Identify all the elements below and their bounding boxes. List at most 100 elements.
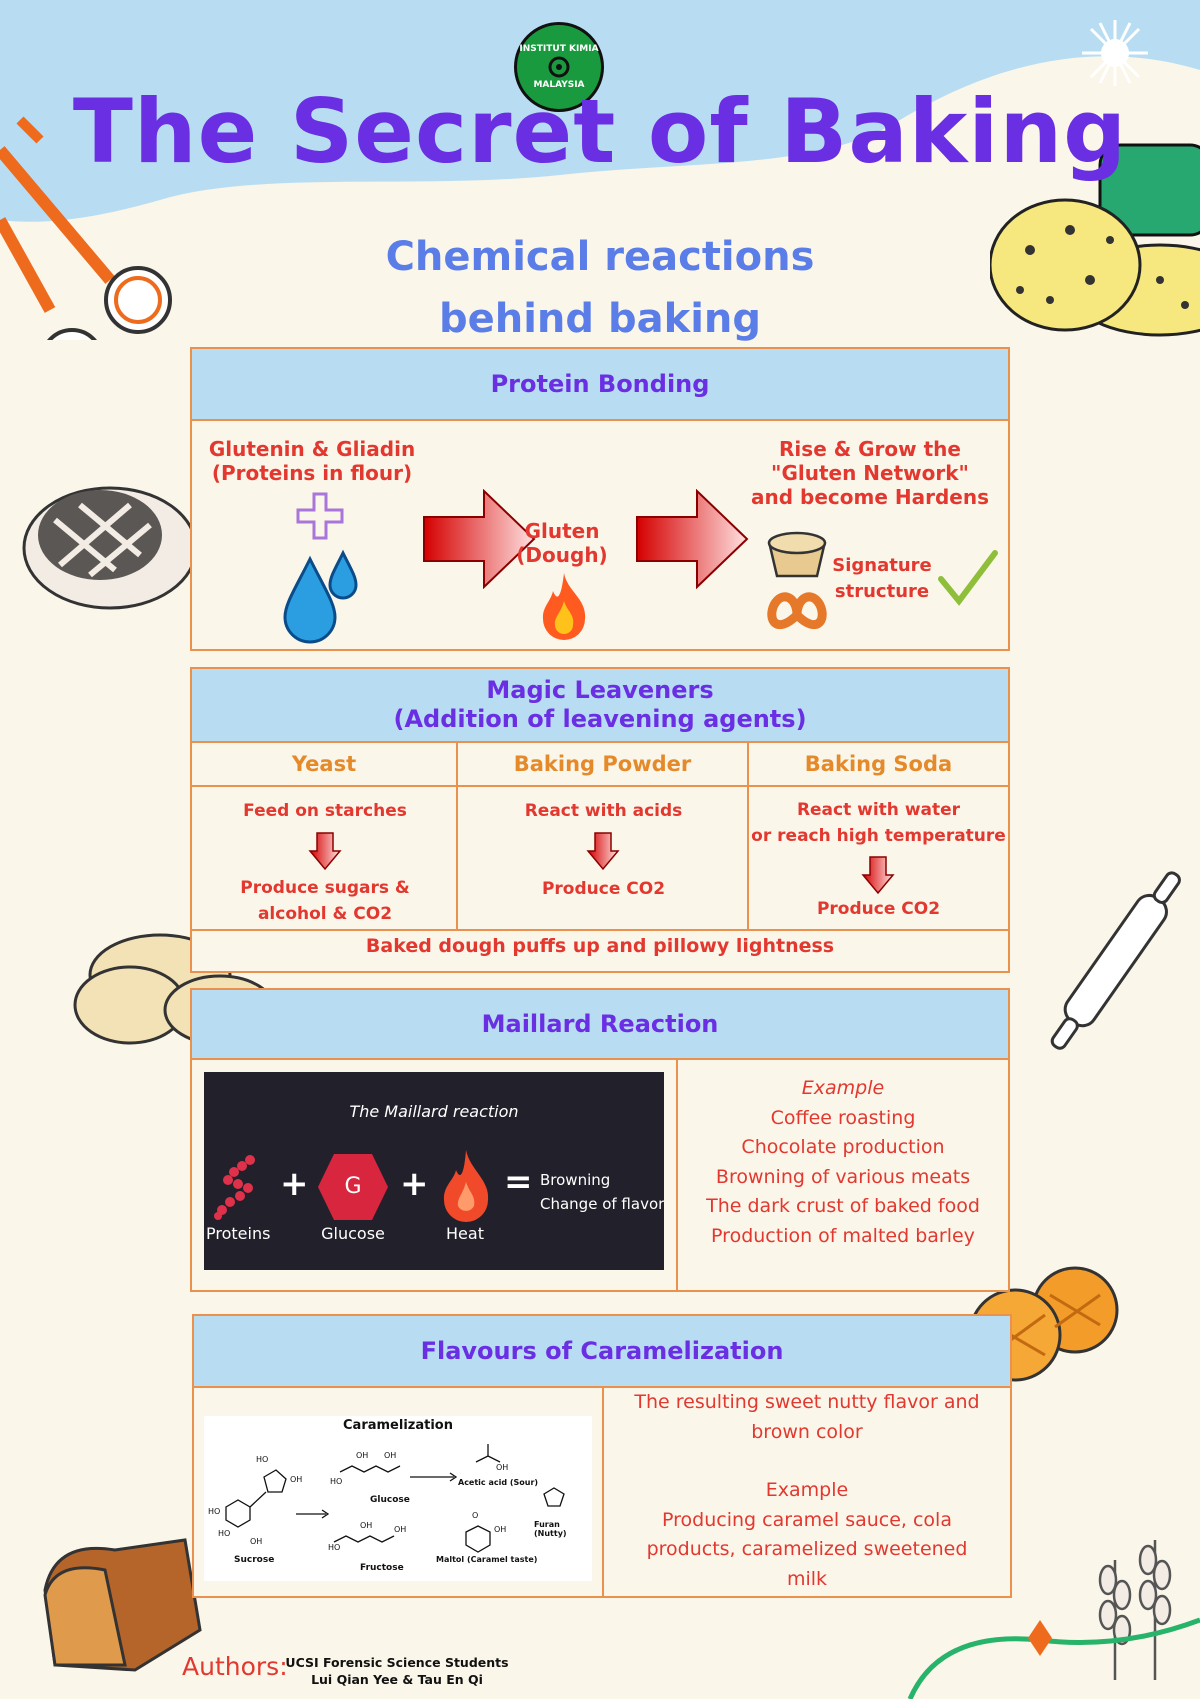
- caramelization-diagram-title: Caramelization: [343, 1418, 453, 1433]
- maillard-diagram-title: The Maillard reaction: [349, 1102, 519, 1121]
- maillard-example-item: Production of malted barley: [711, 1224, 975, 1247]
- protein-left-label: Glutenin & Gliadin (Proteins in flour): [202, 437, 422, 485]
- svg-text:OH: OH: [356, 1451, 368, 1460]
- subtitle-line-2: behind baking: [438, 296, 762, 342]
- sliced-bread-icon: [43, 1538, 202, 1672]
- rolling-pin-icon: [1050, 871, 1181, 1050]
- measuring-spoons-icon: [0, 116, 172, 340]
- fire-icon: [542, 573, 586, 640]
- protein-middle-line-2: (Dough): [516, 543, 608, 567]
- maillard-panel: Maillard Reaction The Maillard reaction …: [190, 988, 1010, 1292]
- water-drops-icon: [283, 549, 358, 644]
- caramelization-title: Flavours of Caramelization: [420, 1337, 784, 1365]
- maillard-result-line-1: Browning: [540, 1171, 611, 1189]
- yeast-result-line-1: Produce sugars &: [240, 878, 410, 898]
- red-arrow-icon: [636, 489, 749, 589]
- leaveners-heading: Magic Leaveners (Addition of leavening a…: [192, 669, 1008, 743]
- yeast-step: Feed on starches: [243, 801, 407, 821]
- protein-middle-line-1: Gluten: [524, 519, 600, 543]
- fructose-label: Fructose: [360, 1563, 404, 1573]
- svg-text:O: O: [472, 1511, 478, 1520]
- maillard-example-label: Example: [801, 1077, 885, 1099]
- baking-soda-step-line-2: or reach high temperature: [751, 826, 1006, 846]
- svg-text:OH: OH: [496, 1463, 508, 1472]
- authors-line-1: UCSI Forensic Science Students: [285, 1655, 509, 1670]
- institute-logo: INSTITUT KIMIA MALAYSIA: [514, 22, 604, 112]
- leaveners-panel: Magic Leaveners (Addition of leavening a…: [190, 667, 1010, 973]
- heat-flame-icon: [443, 1150, 489, 1222]
- column-header-baking-soda: Baking Soda: [804, 752, 953, 776]
- svg-text:OH: OH: [384, 1451, 396, 1460]
- caramelization-text: The resulting sweet nutty flavor and bro…: [604, 1388, 1010, 1594]
- yeast-cell: Feed on starches Produce sugars & alcoho…: [192, 787, 458, 929]
- leaveners-title-line-2: (Addition of leavening agents): [393, 705, 807, 733]
- page-subtitle: Chemical reactions behind baking: [0, 226, 1200, 350]
- cookies-icon: [990, 143, 1200, 337]
- heat-label: Heat: [446, 1224, 484, 1243]
- baking-soda-result: Produce CO2: [816, 899, 941, 919]
- down-arrow-icon: [586, 832, 620, 871]
- maillard-example-item: Browning of various meats: [715, 1165, 971, 1188]
- glucose-structure-label: Glucose: [370, 1495, 410, 1505]
- signature-structure-label: Signature structure: [832, 553, 932, 605]
- protein-right-line-1: Rise & Grow the: [779, 437, 961, 461]
- maillard-title: Maillard Reaction: [481, 1010, 719, 1038]
- signature-line-1: Signature: [832, 555, 932, 576]
- decorative-swirl: [907, 1617, 1200, 1699]
- pretzel-icon: [767, 592, 827, 630]
- protein-bonding-heading: Protein Bonding: [192, 349, 1008, 421]
- authors-label: Authors:: [182, 1652, 288, 1681]
- maillard-example-item: Coffee roasting: [770, 1106, 916, 1129]
- caramel-example-label: Example: [765, 1479, 849, 1501]
- baking-powder-result: Produce CO2: [541, 879, 666, 899]
- baking-soda-cell: React with water or reach high temperatu…: [749, 787, 1008, 929]
- sky-wave: [0, 0, 1200, 222]
- caramel-desc-line-1: The resulting sweet nutty flavor and: [634, 1391, 980, 1413]
- plus-sign: +: [280, 1164, 309, 1204]
- protein-right-line-3: and become Hardens: [751, 485, 989, 509]
- gear-icon: [548, 56, 570, 78]
- protein-right-label: Rise & Grow the "Gluten Network" and bec…: [740, 437, 1000, 509]
- down-arrow-icon: [861, 856, 895, 895]
- logo-bottom-text: MALAYSIA: [533, 80, 585, 90]
- maillard-result: Browning Change of flavor: [540, 1168, 664, 1216]
- leaveners-title-line-1: Magic Leaveners: [486, 676, 714, 704]
- baking-powder-cell: React with acids Produce CO2: [458, 787, 749, 929]
- maillard-result-line-2: Change of flavor: [540, 1195, 664, 1213]
- maillard-diagram: The Maillard reaction Proteins + G Gluco…: [204, 1072, 664, 1270]
- protein-right-line-2: "Gluten Network": [771, 461, 969, 485]
- baking-soda-step: React with water or reach high temperatu…: [749, 797, 1008, 849]
- caramel-example-line-1: Producing caramel sauce, cola: [662, 1508, 952, 1531]
- maltol-label: Maltol (Caramel taste): [436, 1555, 538, 1564]
- proteins-label: Proteins: [206, 1224, 271, 1243]
- svg-text:HO: HO: [208, 1507, 220, 1516]
- baking-soda-step-line-1: React with water: [796, 800, 961, 820]
- protein-left-line-2: (Proteins in flour): [211, 461, 413, 485]
- furan-label: Furan (Nutty): [534, 1520, 567, 1538]
- maillard-example-item: The dark crust of baked food: [706, 1195, 980, 1217]
- signature-line-2: structure: [834, 581, 930, 602]
- pie-icon: [767, 531, 827, 578]
- leaveners-footer: Baked dough puffs up and pillowy lightne…: [365, 935, 835, 957]
- svg-text:HO: HO: [328, 1543, 340, 1552]
- logo-top-text: INSTITUT KIMIA: [519, 44, 599, 54]
- acetic-acid-label: Acetic acid (Sour): [458, 1478, 539, 1487]
- equals-sign: =: [504, 1162, 533, 1202]
- svg-text:HO: HO: [330, 1477, 342, 1486]
- svg-text:OH: OH: [250, 1537, 262, 1546]
- caramelization-divider: [602, 1388, 604, 1596]
- glucose-hexagon-icon: [318, 1154, 388, 1220]
- authors-line-2: Lui Qian Yee & Tau En Qi: [311, 1672, 483, 1687]
- column-header-baking-powder: Baking Powder: [458, 743, 749, 785]
- caramel-desc-line-2: brown color: [751, 1420, 863, 1443]
- baking-powder-step: React with acids: [524, 801, 683, 821]
- authors-names: UCSI Forensic Science Students Lui Qian …: [282, 1654, 512, 1688]
- yeast-result: Produce sugars & alcohol & CO2: [192, 875, 458, 927]
- maillard-heading: Maillard Reaction: [192, 990, 1008, 1060]
- protein-bonding-panel: Protein Bonding Glutenin & Gliadin (Prot…: [190, 347, 1010, 651]
- glucose-label: Glucose: [321, 1224, 385, 1243]
- maillard-divider: [676, 1060, 678, 1290]
- leaveners-body-row: Feed on starches Produce sugars & alcoho…: [192, 787, 1008, 931]
- caramelization-panel: Flavours of Caramelization Caramelizatio…: [192, 1314, 1012, 1598]
